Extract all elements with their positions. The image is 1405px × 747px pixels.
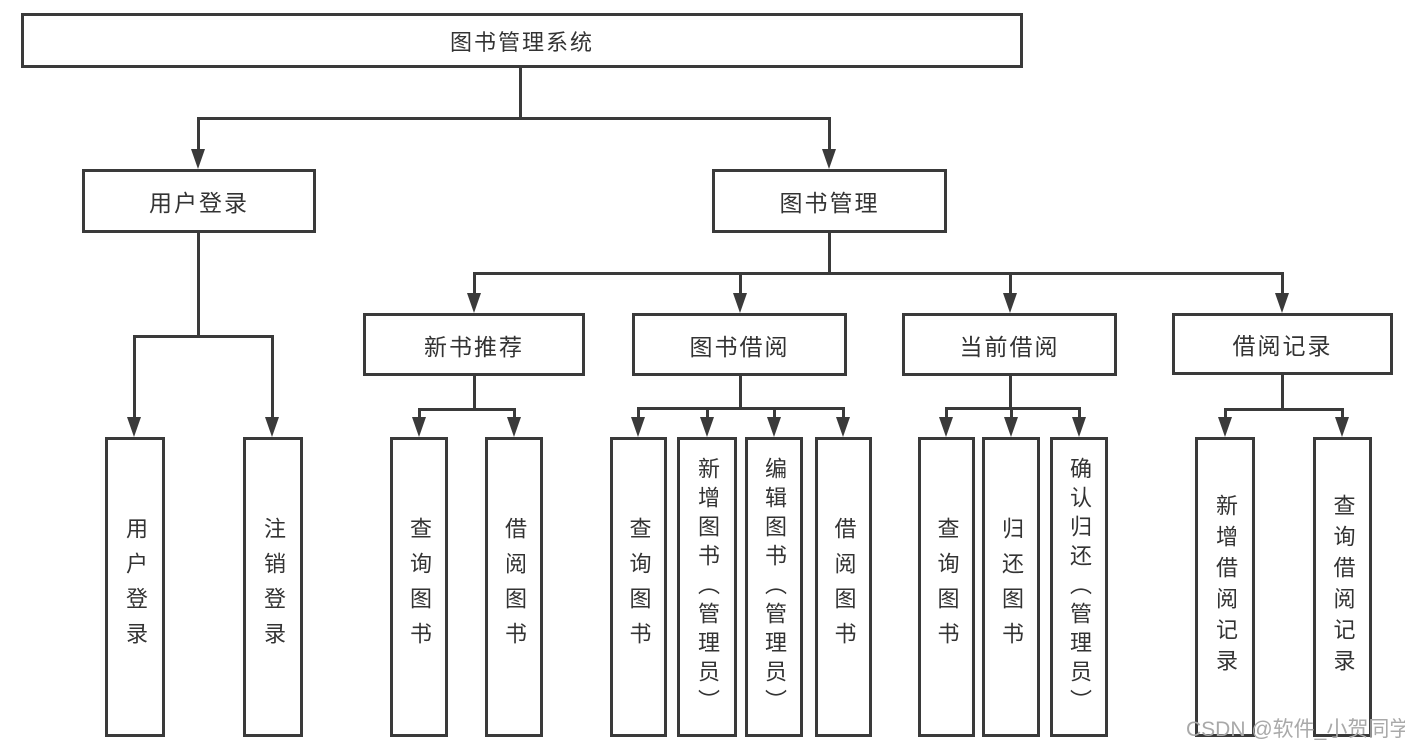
connector-line [519,68,522,117]
leaf-label: 注销登录 [261,517,286,657]
connector-line [842,407,845,420]
leaf-label: 归还图书 [999,517,1024,657]
arrowhead-down-icon [836,417,850,437]
connector-line [418,408,516,411]
connector-line [637,407,844,410]
node-user-login-branch: 用户登录 [82,169,316,233]
connector-line [1010,407,1013,420]
connector-line [1078,407,1081,420]
arrowhead-down-icon [1275,293,1289,313]
leaf-return-books: 归还图书 [982,437,1040,737]
leaf-label: 查询图书 [626,517,652,657]
arrowhead-down-icon [467,293,481,313]
arrowhead-down-icon [127,417,141,437]
connector-line [473,272,476,297]
arrowhead-down-icon [1335,417,1349,437]
node-label: 图书借阅 [689,333,790,360]
arrowhead-down-icon [1004,417,1018,437]
node-current-borrowing: 当前借阅 [902,313,1117,376]
node-borrowing-records: 借阅记录 [1172,313,1393,375]
connector-line [1224,408,1343,411]
connector-line [271,335,274,421]
leaf-edit-books-admin: 编辑图书（管理员） [745,437,803,737]
leaf-label: 新增图书（管理员） [695,456,720,718]
connector-line [473,376,476,408]
arrowhead-down-icon [412,417,426,437]
arrowhead-down-icon [767,417,781,437]
leaf-label: 编辑图书（管理员） [762,456,787,718]
leaf-label: 借阅图书 [831,517,857,657]
arrowhead-down-icon [822,149,836,169]
arrowhead-down-icon [733,293,747,313]
leaf-rec-query-books: 查询图书 [390,437,448,737]
connector-line [706,407,709,420]
arrowhead-down-icon [939,417,953,437]
connector-line [418,408,421,420]
leaf-add-borrow-record: 新增借阅记录 [1195,437,1255,737]
leaf-label: 借阅图书 [502,517,527,657]
leaf-add-books-admin: 新增图书（管理员） [677,437,737,737]
connector-line [473,272,1283,275]
node-label: 借阅记录 [1232,333,1333,359]
connector-line [637,407,640,420]
connector-line [513,408,516,420]
connector-line [197,117,831,120]
connector-line [1224,408,1227,420]
node-label: 新书推荐 [424,333,524,360]
leaf-borrow-books: 借阅图书 [815,437,872,737]
connector-line [739,376,742,407]
leaf-user-login: 用户登录 [105,437,165,737]
arrowhead-down-icon [1218,417,1232,437]
connector-line [1009,272,1012,297]
arrowhead-down-icon [507,417,521,437]
node-library-management-system: 图书管理系统 [21,13,1023,68]
leaf-label: 查询借阅记录 [1330,494,1356,680]
node-label: 当前借阅 [959,333,1060,360]
leaf-current-query-books: 查询图书 [918,437,975,737]
leaf-query-borrow-record: 查询借阅记录 [1313,437,1372,737]
connector-line [739,272,742,297]
connector-line [828,233,831,272]
connector-line [197,233,200,335]
connector-line [1009,376,1012,407]
connector-line [1281,375,1284,408]
connector-line [773,407,776,420]
connector-line [828,117,831,153]
node-new-book-recommendation: 新书推荐 [363,313,585,376]
leaf-label: 新增借阅记录 [1213,494,1238,680]
connector-line [945,407,948,420]
leaf-label: 查询图书 [407,517,432,657]
arrowhead-down-icon [1003,293,1017,313]
connector-line [1281,272,1284,297]
node-book-borrowing: 图书借阅 [632,313,847,376]
node-label: 图书管理 [779,190,880,216]
csdn-watermark: CSDN @软件_小贺同学 [1186,718,1405,741]
connector-line [197,117,200,153]
leaf-rec-borrow-books: 借阅图书 [485,437,543,737]
leaf-borrow-query-books: 查询图书 [610,437,667,737]
node-label: 图书管理系统 [449,29,594,55]
connector-line [133,335,274,338]
connector-line [1341,408,1344,420]
arrowhead-down-icon [700,417,714,437]
leaf-label: 查询图书 [934,517,960,657]
node-book-management-branch: 图书管理 [712,169,947,233]
arrowhead-down-icon [1072,417,1086,437]
leaf-logout: 注销登录 [243,437,303,737]
connector-line [133,335,136,421]
leaf-confirm-return-admin: 确认归还（管理员） [1050,437,1108,737]
node-label: 用户登录 [149,190,249,216]
arrowhead-down-icon [631,417,645,437]
arrowhead-down-icon [265,417,279,437]
leaf-label: 用户登录 [123,517,148,657]
arrowhead-down-icon [191,149,205,169]
leaf-label: 确认归还（管理员） [1067,456,1092,718]
